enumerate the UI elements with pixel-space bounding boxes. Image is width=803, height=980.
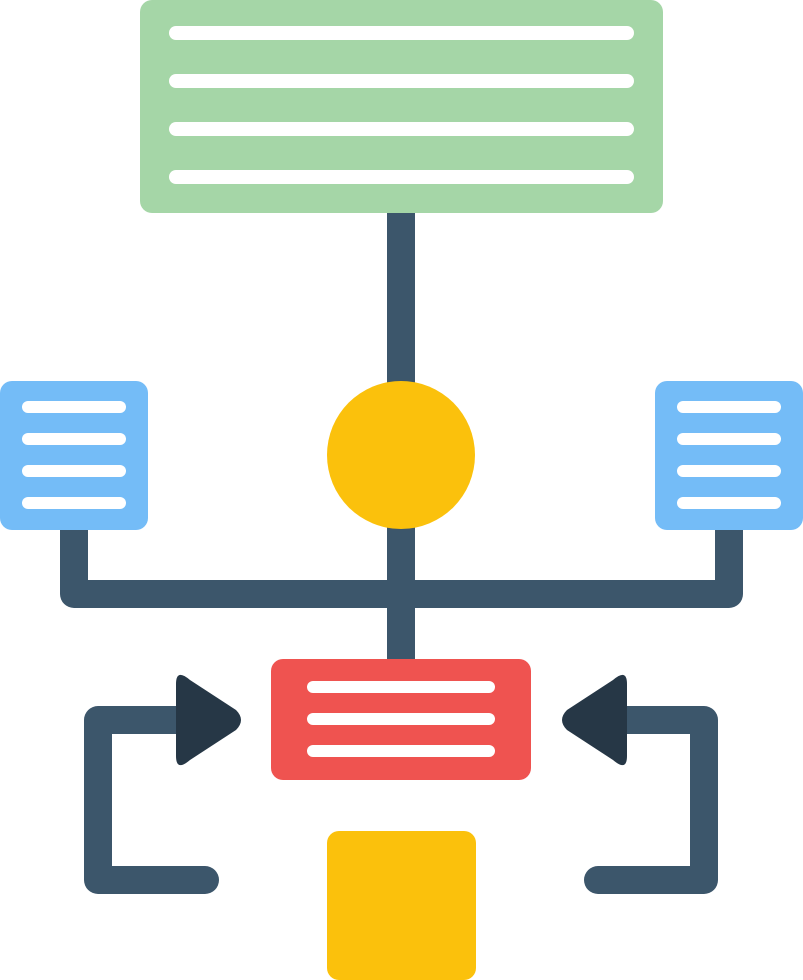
arrow-heads: [176, 674, 627, 766]
top-block: [140, 0, 663, 213]
decision-node: [327, 381, 475, 529]
connector-loop-right: [584, 706, 718, 894]
connectors: [60, 191, 743, 894]
process-block: [271, 659, 531, 780]
left-block: [0, 381, 148, 530]
right-block: [655, 381, 803, 530]
connector-loop-left: [84, 706, 219, 894]
connector-side-blocks-bus: [60, 511, 743, 608]
arrow-right-icon: [176, 674, 241, 766]
terminal-block: [327, 831, 476, 980]
arrow-left-icon: [562, 674, 627, 766]
